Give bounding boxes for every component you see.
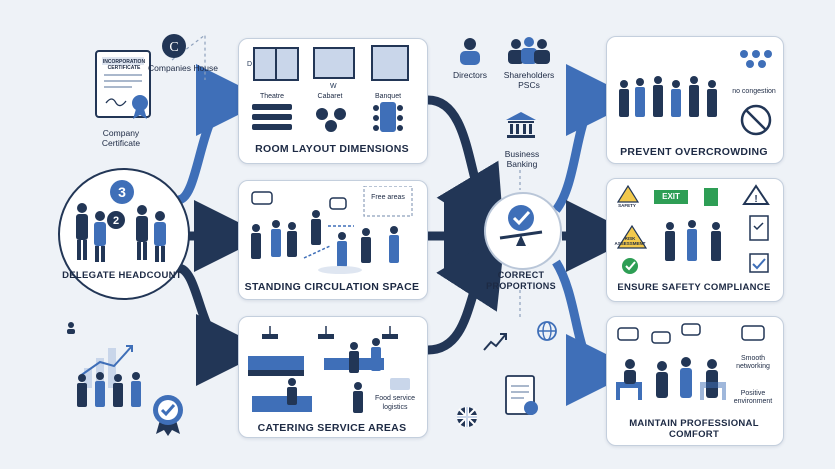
certificate-header: INCORPORATION CERTIFICATE [102,59,146,71]
circulation-people-icon [251,186,413,274]
document-seal-icon [505,375,538,415]
correct-proportions-label: CORRECT PROPORTIONS [486,270,556,291]
proportions-circle [484,192,562,270]
shareholders-label: Shareholders PSCs [503,70,555,90]
safety-icons: ! [616,184,770,274]
certificate-icon [95,50,151,119]
cabaret-label: Cabaret [317,93,343,100]
food-service-label: Food service logistics [374,395,416,411]
companies-house-label: Companies House [148,63,218,73]
networking-icon [616,323,765,400]
delegate-headcount-label: DELEGATE HEADCOUNT [62,270,182,281]
exit-sign-label: EXIT [662,192,680,201]
badge-2: 2 [113,215,119,227]
no-congestion-label: no congestion [732,88,776,95]
headcount-circle [58,168,190,300]
shareholders-icon [508,37,550,64]
uk-flag-icon [457,407,477,427]
theatre-label: Theatre [259,93,285,100]
trend-icon [483,333,507,351]
companies-house-icon: C [162,34,186,58]
bank-icon [506,112,536,138]
layout-plans-icon: D W [247,45,409,132]
svg-text:C: C [169,40,178,55]
positive-environment-label: Positive environment [733,390,773,405]
arrow-center-to-comfort [552,259,638,406]
smooth-networking-label: Smooth networking [736,355,770,370]
arrow-to-catering [176,263,268,386]
balance-check-icon [499,205,543,246]
banquet-label: Banquet [374,93,402,100]
arrow-to-room-layout [176,64,268,205]
company-certificate-label: Company Certificate [101,128,141,148]
business-banking-label: Business Banking [504,149,540,169]
arrow-center-to-overcrowding [552,64,638,213]
globe-icon [537,321,557,341]
catering-icon [248,326,410,413]
arrow-room-to-center [427,95,505,241]
free-areas-label: Free areas [371,194,405,201]
medal-check-icon [153,395,183,436]
crowd-icon [619,50,772,136]
svg-text:!: ! [754,194,757,205]
arrow-cat-to-center [427,231,506,355]
safety-sign-label: SAFETY [618,203,636,208]
room-layout-title: ROOM LAYOUT DIMENSIONS [255,143,409,155]
comfort-title: MAINTAIN PROFESSIONAL COMFORT [629,418,759,440]
badge-3: 3 [118,184,126,200]
directors-icon [460,38,480,65]
risk-sign-label: RISK ASSESSMENT [614,236,646,246]
directors-label: Directors [452,70,487,80]
safety-title: ENSURE SAFETY COMPLIANCE [617,282,771,293]
dim-w-label: W [330,83,337,90]
catering-title: CATERING SERVICE AREAS [257,422,407,434]
people-icon [67,322,75,334]
circulation-title: STANDING CIRCULATION SPACE [244,281,420,293]
overcrowding-title: PREVENT OVERCROWDING [620,146,768,158]
delegates-group-icon: 3 2 [76,180,166,262]
dim-d-label: D [247,61,252,68]
growth-chart-icon [77,345,141,407]
